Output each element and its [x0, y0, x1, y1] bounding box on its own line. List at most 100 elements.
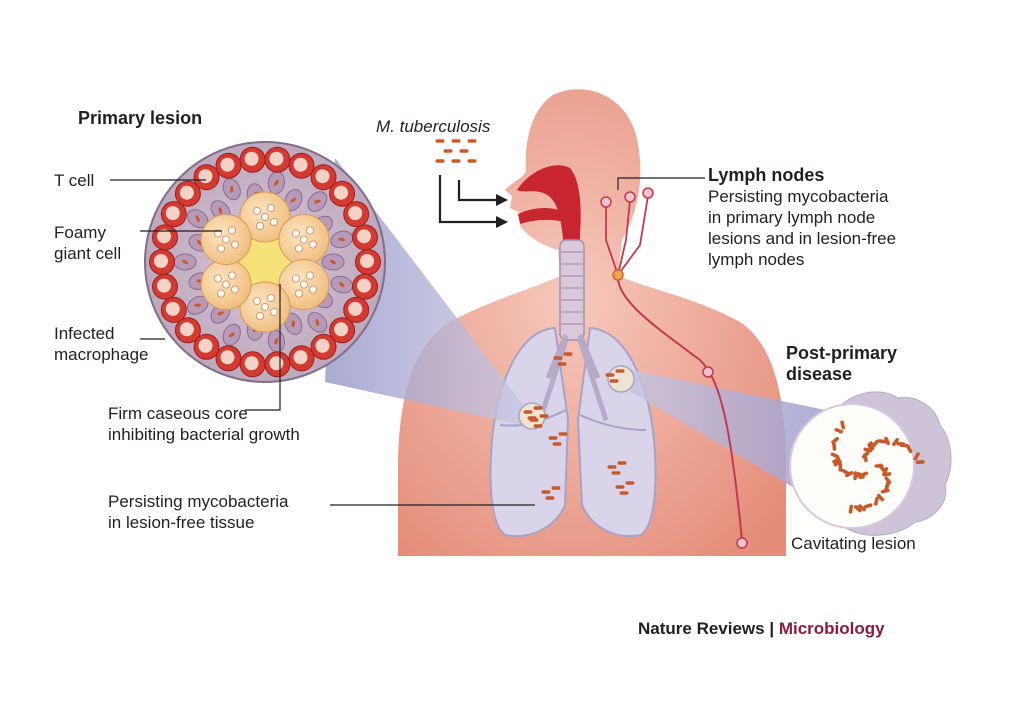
foamy-giant-cells [200, 191, 330, 333]
cavity-bacterium [892, 438, 899, 447]
trachea [559, 239, 585, 341]
foamy-vacuole [305, 271, 314, 280]
macrophage-bacterium [194, 303, 202, 307]
lymph-desc-line1: Persisting mycobacteria [708, 187, 889, 206]
primary-lesion-magnified [144, 141, 386, 383]
t-cell-nucleus [293, 157, 308, 172]
t-cell-nucleus [179, 185, 194, 200]
lung-bacterium [557, 362, 567, 366]
t-cell-nucleus [357, 229, 372, 244]
foamy-vacuole [266, 293, 275, 302]
persisting-label-line2: in lesion-free tissue [108, 513, 255, 532]
t-cell-nucleus [315, 169, 330, 184]
lung-bacterium [563, 352, 573, 356]
macrophage-bacterium [273, 179, 279, 186]
t-cell-nucleus [198, 169, 213, 184]
airborne-bacterium [451, 159, 461, 163]
t-cell-nucleus [357, 278, 372, 293]
cavity-bacterium [841, 468, 850, 476]
post-primary-zoom-cone [622, 368, 840, 515]
lung-bacterium [523, 410, 533, 414]
journal-name: Nature Reviews [638, 619, 765, 638]
cavity-bacterium [830, 452, 840, 459]
post-primary-focus [607, 365, 635, 393]
cavity-bacterium [858, 504, 866, 512]
foamy-vacuole [231, 240, 240, 249]
foamy-vacuole [214, 274, 223, 283]
t-cell-nucleus [334, 185, 349, 200]
macrophage-bacterium [329, 259, 337, 265]
t-cell-nucleus [293, 350, 308, 365]
macrophage-bacterium [338, 237, 346, 242]
foamy-vacuole [294, 244, 303, 253]
airborne-bacterium [467, 139, 477, 143]
lung-bacterium [617, 461, 627, 465]
lung-bacterium [553, 356, 563, 360]
macrophage-bacterium [291, 320, 295, 328]
post-primary-line1: Post-primary [786, 343, 898, 363]
cavitating-lesion-label: Cavitating lesion [791, 534, 916, 553]
journal-credit: Nature Reviews | Microbiology [638, 619, 885, 639]
t-cell-nucleus [334, 322, 349, 337]
cavity-bacterium [913, 452, 920, 461]
foamy-vacuole [222, 235, 231, 244]
cavity-bacterium [884, 479, 891, 489]
caseous-core-label: Firm caseous core inhibiting bacterial g… [108, 403, 300, 445]
t-cell-nucleus [315, 338, 330, 353]
lung-bacterium [611, 471, 621, 475]
infected-macrophage-label: Infected macrophage [54, 323, 149, 365]
macrophage-bacterium [230, 185, 234, 193]
lung-bacteria [523, 352, 635, 500]
cavity-bacterium [876, 493, 885, 502]
foamy-vacuole [269, 217, 278, 226]
lymph-nodes-title: Lymph nodes [708, 165, 825, 185]
lung-bacterium [533, 406, 543, 410]
lung-bacterium [607, 465, 617, 469]
foamy-vacuole [228, 226, 237, 235]
foamy-vacuole [231, 285, 240, 294]
cavity-bacterium [880, 488, 890, 494]
lung-bacterium [605, 373, 615, 377]
cavity-bacterium [867, 442, 873, 452]
lung-bacterium [529, 418, 539, 422]
cavity-bacterium [832, 441, 837, 451]
foamy-vacuole [217, 289, 226, 298]
t-cells [149, 146, 381, 378]
cavity-bacterium [853, 471, 858, 481]
leader-lines [110, 177, 705, 506]
t-cell-nucleus [198, 338, 213, 353]
foamy-vacuole [222, 280, 231, 289]
lung-bacterium [541, 490, 551, 494]
m-tuberculosis-label: M. tuberculosis [376, 117, 491, 136]
airborne-bacterium [467, 159, 477, 163]
mouth-passage [518, 208, 566, 224]
macrophage-bacterium [315, 319, 320, 326]
lymph-nodes-label: Lymph nodes Persisting mycobacteria in p… [708, 165, 896, 270]
t-cell-nucleus [220, 350, 235, 365]
foamy-vacuole [228, 271, 237, 280]
lymph-branches [605, 195, 649, 276]
cavity-bacterium [834, 428, 844, 434]
t-cell-nucleus [165, 206, 180, 221]
lung-bacterium [558, 432, 568, 436]
airborne-bacterium [459, 149, 469, 153]
foamy-vacuole [260, 302, 269, 311]
cavity-bacterium [884, 436, 890, 446]
lymph-desc-line4: lymph nodes [708, 250, 805, 269]
trachea-rings [561, 251, 583, 325]
post-primary-label: Post-primary disease [786, 343, 897, 385]
t-cell-nucleus [156, 278, 171, 293]
lung-bacterium [609, 379, 619, 383]
primary-lesion-title: Primary lesion [78, 108, 203, 128]
lymph-nodes [600, 187, 748, 549]
cavity-bacterium [863, 503, 873, 509]
cavity-bacterium [831, 437, 840, 445]
left-lung [489, 326, 570, 538]
macrophage-bacterium [195, 215, 200, 222]
cavity-bacterium [832, 457, 841, 464]
caseous-label-line1: Firm caseous core [108, 404, 248, 423]
foamy-vacuole [266, 203, 275, 212]
cavity-bacterium [877, 439, 887, 444]
